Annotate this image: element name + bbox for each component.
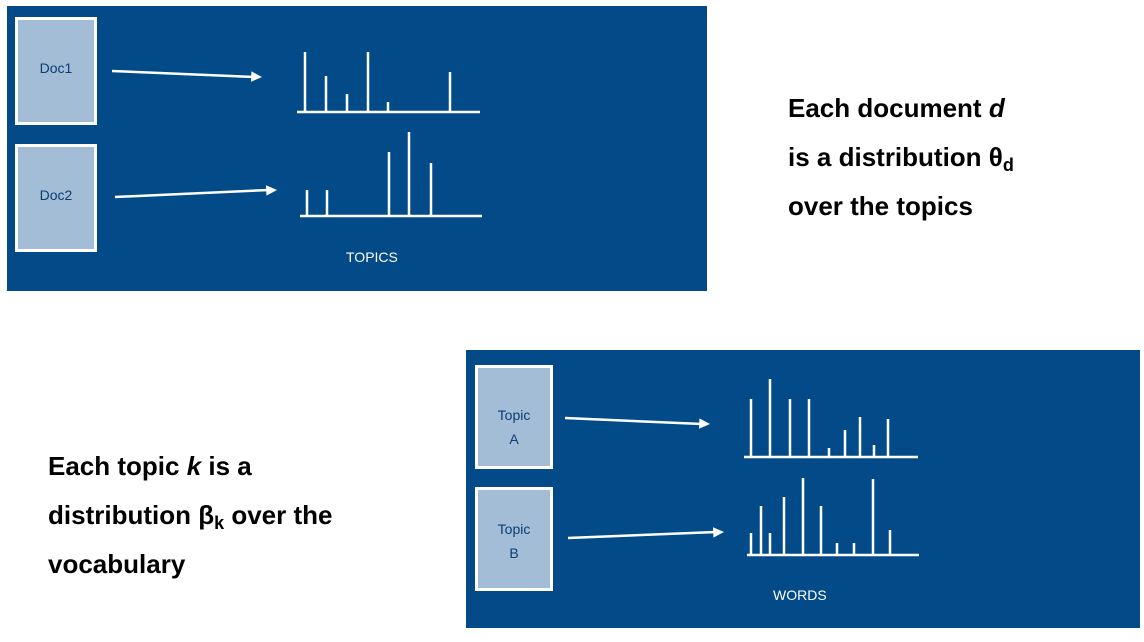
topics-diagram xyxy=(564,379,919,557)
doc1-label: Doc1 xyxy=(39,60,73,76)
topic-caption-line2: distribution βk over the xyxy=(48,491,448,540)
documents-panel: Doc1 Doc2 TOPICS xyxy=(7,6,707,291)
topic-b-arrow-head xyxy=(713,527,724,538)
doc1-arrow xyxy=(111,69,255,79)
topic-b-label-line1: Topic xyxy=(497,521,531,537)
document-caption-line1-text: Each document xyxy=(788,93,989,123)
document-caption-line2: is a distribution θd xyxy=(788,133,1128,182)
topic-b-label-line2: B xyxy=(509,545,519,561)
doc2-arrow xyxy=(114,188,270,199)
words-axis-label: WORDS xyxy=(773,587,827,603)
topic-caption-line2-suffix: over the xyxy=(224,500,333,530)
beta-subscript: k xyxy=(214,513,225,533)
topic-caption-line1: Each topic k is a xyxy=(48,442,448,491)
document-caption-line3: over the topics xyxy=(788,191,973,221)
topic-a-arrow xyxy=(564,416,703,426)
theta-subscript: d xyxy=(1002,155,1014,175)
topic-a-label-line2: A xyxy=(509,431,519,447)
topic-a-box: Topic A xyxy=(475,365,553,469)
topic-caption-line3: vocabulary xyxy=(48,549,186,579)
topic-b-box: Topic B xyxy=(475,487,553,591)
document-variable: d xyxy=(988,93,1005,123)
document-caption-line2-text: is a distribution θ xyxy=(788,142,1003,172)
doc1-arrow-head xyxy=(250,71,262,82)
topic-caption-line1-suffix: is a xyxy=(201,451,252,481)
topic-caption-line2-text: distribution β xyxy=(48,500,215,530)
doc2-arrow-head xyxy=(265,185,277,196)
doc2-label: Doc2 xyxy=(39,187,73,203)
topic-a-label-line1: Topic xyxy=(497,407,531,423)
topic-caption: Each topic k is a distribution βk over t… xyxy=(48,442,448,589)
topic-a-arrow-head xyxy=(698,418,710,429)
doc2-box: Doc2 xyxy=(15,144,97,252)
document-caption-line1: Each document d xyxy=(788,84,1128,133)
topics-axis-label: TOPICS xyxy=(346,249,398,265)
topic-variable: k xyxy=(186,451,202,481)
doc1-box: Doc1 xyxy=(15,17,97,125)
topic-caption-line1-text: Each topic xyxy=(48,451,187,481)
document-caption: Each document d is a distribution θd ove… xyxy=(788,84,1128,231)
topic-b-arrow xyxy=(567,530,717,540)
documents-diagram xyxy=(111,52,482,218)
topics-panel: Topic A Topic B WORDS xyxy=(466,350,1140,628)
